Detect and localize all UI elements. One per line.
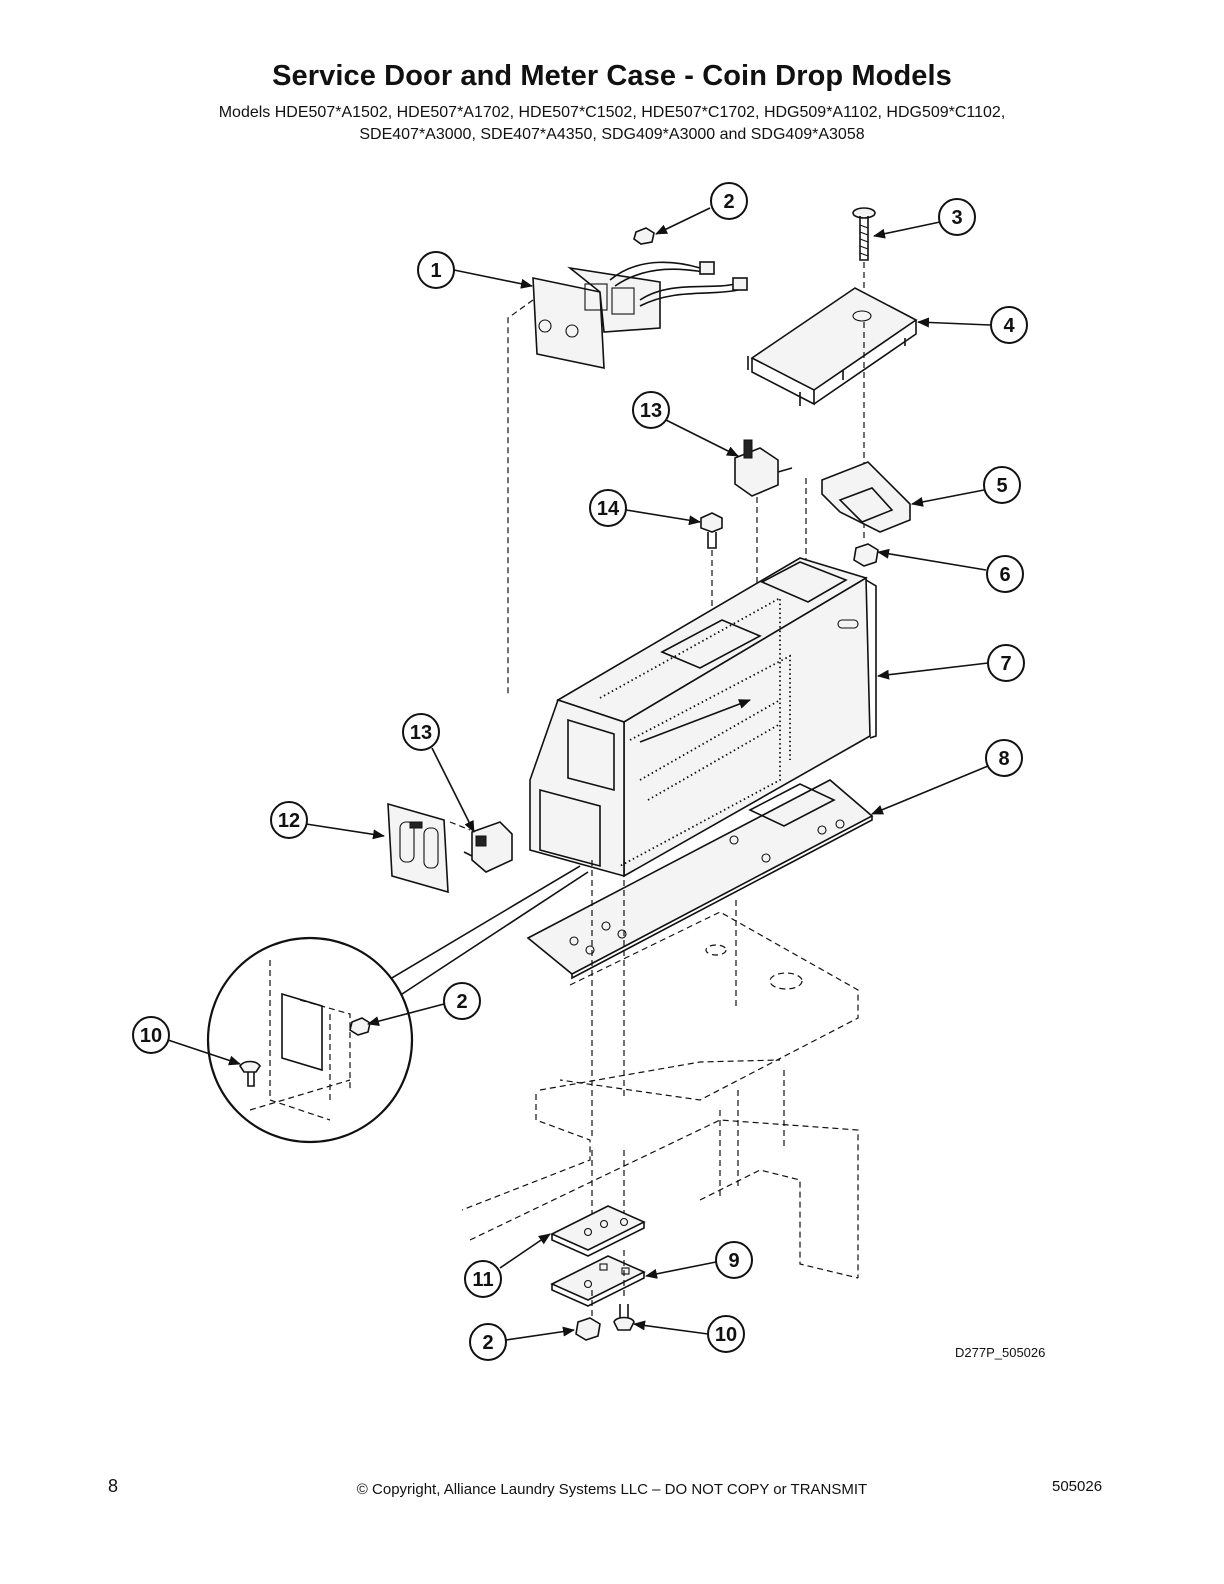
models-line-1: Models HDE507*A1502, HDE507*A1702, HDE50…: [218, 104, 1006, 121]
callout-2-bottom: 2: [469, 1323, 507, 1361]
base-plate: [526, 779, 874, 1140]
callout-9-label: 9: [728, 1250, 739, 1272]
callout-2-bottom-label: 2: [482, 1332, 493, 1354]
callout-7: 7: [987, 644, 1025, 682]
copyright-notice: © Copyright, Alliance Laundry Systems LL…: [356, 1481, 868, 1498]
page-title: Service Door and Meter Case - Coin Drop …: [272, 60, 952, 92]
meter-bracket: [805, 461, 911, 560]
callout-11: 11: [464, 1260, 502, 1298]
callout-10-detail-label: 10: [140, 1025, 162, 1047]
door-plate: [387, 802, 449, 894]
callout-2-top: 2: [710, 182, 748, 220]
page-number: 8: [108, 1476, 119, 1496]
callout-7-label: 7: [1000, 653, 1011, 675]
spacer-plate: [550, 1205, 646, 1257]
callout-13-upper-label: 13: [640, 400, 662, 422]
nut-bottom: [575, 1317, 601, 1341]
callout-14: 14: [589, 489, 627, 527]
callout-3-label: 3: [951, 207, 962, 229]
callout-9: 9: [715, 1241, 753, 1279]
callout-4: 4: [990, 306, 1028, 344]
diagram-code: D277P_505026: [955, 1345, 1046, 1360]
carriage-bolt-bottom: [613, 1304, 635, 1331]
screw: [852, 207, 876, 300]
nut-top: [633, 227, 655, 245]
switch-bracket-assembly: [507, 261, 748, 694]
callout-12-label: 12: [278, 810, 300, 832]
callout-8-label: 8: [998, 748, 1009, 770]
callout-3: 3: [938, 198, 976, 236]
detail-magnifier: [206, 865, 589, 1144]
callout-1: 1: [417, 251, 455, 289]
document-number: 505026: [1052, 1478, 1103, 1495]
callout-12: 12: [270, 801, 308, 839]
callout-2-detail-label: 2: [456, 991, 467, 1013]
callout-6-label: 6: [999, 564, 1010, 586]
machine-top-outline: [461, 911, 859, 1279]
callout-10-bottom-label: 10: [715, 1324, 737, 1346]
callout-5-label: 5: [996, 475, 1007, 497]
callout-14-label: 14: [597, 498, 620, 520]
models-line-2: SDE407*A3000, SDE407*A4350, SDG409*A3000…: [359, 126, 865, 143]
callout-5: 5: [983, 466, 1021, 504]
callout-4-label: 4: [1003, 315, 1015, 337]
callout-13-lower-label: 13: [410, 722, 432, 744]
meter-case: [529, 557, 877, 878]
callout-2-detail: 2: [443, 982, 481, 1020]
callout-13-lower: 13: [402, 713, 440, 751]
leader-lines: [167, 207, 991, 1341]
micro-switch-lower: [449, 821, 513, 873]
callout-11-label: 11: [472, 1269, 493, 1291]
callout-2-top-label: 2: [723, 191, 734, 213]
micro-switch-upper: [734, 439, 793, 640]
callout-13-upper: 13: [632, 391, 670, 429]
callout-8: 8: [985, 739, 1023, 777]
callout-6: 6: [986, 555, 1024, 593]
callout-1-label: 1: [430, 260, 441, 282]
clip-nut: [853, 543, 879, 567]
callout-10-detail: 10: [132, 1016, 170, 1054]
callout-10-bottom: 10: [707, 1315, 745, 1353]
backing-plate: [550, 1250, 646, 1320]
